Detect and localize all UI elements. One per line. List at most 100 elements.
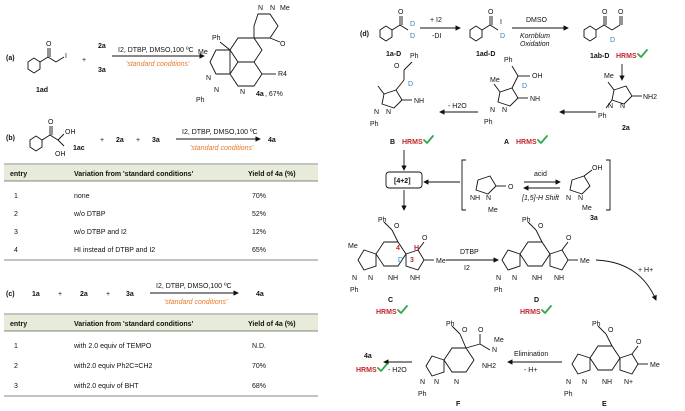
minus-water-1: - H2O — [448, 103, 467, 110]
atom-n1-3a: N — [566, 195, 571, 202]
atom-ph-2a: Ph — [598, 113, 607, 120]
hrms-D: HRMS — [520, 309, 541, 316]
atom-n1-4a: N — [258, 5, 263, 12]
molecule-E: Ph O O Me N N NH N+ Ph — [564, 321, 660, 398]
label-E: E — [602, 401, 607, 408]
atom-r4-4a: R4 — [278, 71, 287, 78]
label-A: A — [504, 139, 509, 146]
panel-d: (d) O D D 1a-D + I2 -DI O I D 1ad-D — [348, 9, 660, 408]
num-3-C: 3 — [410, 257, 414, 264]
step2-name-2: Oxidation — [520, 41, 550, 48]
table-c-cell: 70% — [252, 363, 266, 370]
step2-reagent: DMSO — [526, 17, 548, 24]
check-icon — [377, 363, 388, 372]
atom-oh-A: OH — [532, 73, 543, 80]
hrms-B: HRMS — [402, 139, 423, 146]
molecule-A: Ph OH D NH Me N N Ph — [484, 57, 543, 126]
table-b-header-yield: Yield of 4a (%) — [248, 171, 296, 178]
label-F: F — [456, 401, 461, 408]
molecule-1ac: O OH OH — [29, 119, 76, 158]
hrms-C: HRMS — [376, 309, 397, 316]
check-icon — [397, 305, 408, 314]
table-b-cell: w/o DTBP and I2 — [73, 229, 127, 236]
label-3a-d: 3a — [590, 215, 598, 222]
atom-nh-B: NH — [414, 98, 424, 105]
atom-o-D: O — [538, 223, 544, 230]
atom-ph2-A: Ph — [484, 119, 493, 126]
panel-c: (c) 1a + 2a + 3a I2, DTBP, DMSO,100 ºC '… — [4, 283, 318, 397]
panel-d-label: (d) — [360, 31, 369, 38]
atom-o-1ad-D: O — [488, 9, 494, 16]
plus-h-label: + H+ — [638, 267, 653, 274]
atom-i-1ad: I — [65, 53, 67, 60]
atom-d1-1a-D: D — [410, 21, 415, 28]
check-icon — [541, 305, 552, 314]
atom-nh-taut: NH — [470, 195, 480, 202]
atom-me2-4a: Me — [198, 49, 208, 56]
table-b-cell: none — [74, 193, 90, 200]
dtbp-label: DTBP — [460, 249, 479, 256]
atom-o-1ad: O — [46, 41, 52, 48]
atom-n1-E: N — [566, 379, 571, 386]
atom-me-4a: Me — [280, 5, 290, 12]
table-b-cell: HI instead of DTBP and I2 — [74, 247, 155, 254]
table-b-cell: 12% — [252, 229, 266, 236]
atom-me-2a: Me — [604, 73, 614, 80]
atom-ph2-E: Ph — [564, 391, 573, 398]
standard-conditions-a: 'standard conditions' — [126, 61, 190, 68]
molecule-1ab-D: O O D — [583, 9, 624, 44]
atom-me-F: Me — [494, 337, 504, 344]
num-4-C: 4 — [396, 245, 400, 252]
plus-c-1: + — [58, 291, 62, 298]
table-b-cell: 52% — [252, 211, 266, 218]
atom-nh2-D: NH — [554, 275, 564, 282]
atom-me-3a: Me — [582, 205, 592, 212]
atom-o-C: O — [394, 223, 400, 230]
atom-ph-A: Ph — [504, 57, 513, 64]
label-4a-b: 4a — [268, 137, 276, 144]
label-1ab-D: 1ab-D — [590, 53, 609, 60]
panel-a: (a) O I 1ad + 2a 3a I2, DTBP, DMSO,100 º… — [6, 5, 290, 104]
atom-me2-D: Me — [580, 258, 590, 265]
acid-label: acid — [534, 171, 547, 178]
molecule-3a: OH N N Me — [566, 165, 603, 212]
step1-reagent: + I2 — [430, 17, 442, 24]
label-4a-a: 4a — [256, 91, 264, 98]
atom-n1-2a: N — [608, 103, 613, 110]
label-C: C — [388, 297, 393, 304]
atom-me-A: Me — [490, 77, 500, 84]
atom-o-taut: O — [508, 184, 514, 191]
atom-h-C: H — [414, 245, 419, 252]
atom-n-F: N — [492, 347, 497, 354]
atom-n2-C: N — [368, 275, 373, 282]
elimination-label: Elimination — [514, 351, 548, 358]
atom-o-F: O — [462, 327, 468, 334]
atom-n2-B: N — [386, 109, 391, 116]
label-D: D — [534, 297, 539, 304]
molecule-1ad: O I — [27, 41, 67, 74]
atom-o-B: O — [394, 63, 400, 70]
molecule-1a-D: O D D — [379, 9, 415, 42]
standard-conditions-b: 'standard conditions' — [190, 145, 254, 152]
table-b-cell: 1 — [14, 193, 18, 200]
atom-ph1-4a: Ph — [212, 35, 221, 42]
atom-d-B: D — [408, 81, 413, 88]
atom-o1-1ab-D: O — [602, 9, 608, 16]
atom-n2-3a: N — [578, 195, 583, 202]
step2-name-1: Kornblum — [520, 33, 550, 40]
atom-n3-F: N — [454, 379, 459, 386]
cycloaddition-label: [4+2] — [394, 178, 411, 185]
atom-n1-A: N — [490, 107, 495, 114]
table-c-cell: 68% — [252, 383, 266, 390]
atom-n2-D: N — [512, 275, 517, 282]
label-3a-a: 3a — [98, 67, 106, 74]
table-b-cell: w/o DTBP — [73, 211, 106, 218]
atom-d-C: D — [398, 257, 403, 264]
table-row: 3 with2.0 equiv of BHT 68% — [14, 383, 266, 390]
panel-b: (b) O OH OH 1ac + 2a + 3a I2, DTBP, DMSO… — [4, 119, 318, 261]
table-row: 2 w/o DTBP 52% — [14, 211, 266, 218]
atom-o-E: O — [608, 327, 614, 334]
table-c-cell: 2 — [14, 363, 18, 370]
check-icon — [537, 135, 548, 144]
